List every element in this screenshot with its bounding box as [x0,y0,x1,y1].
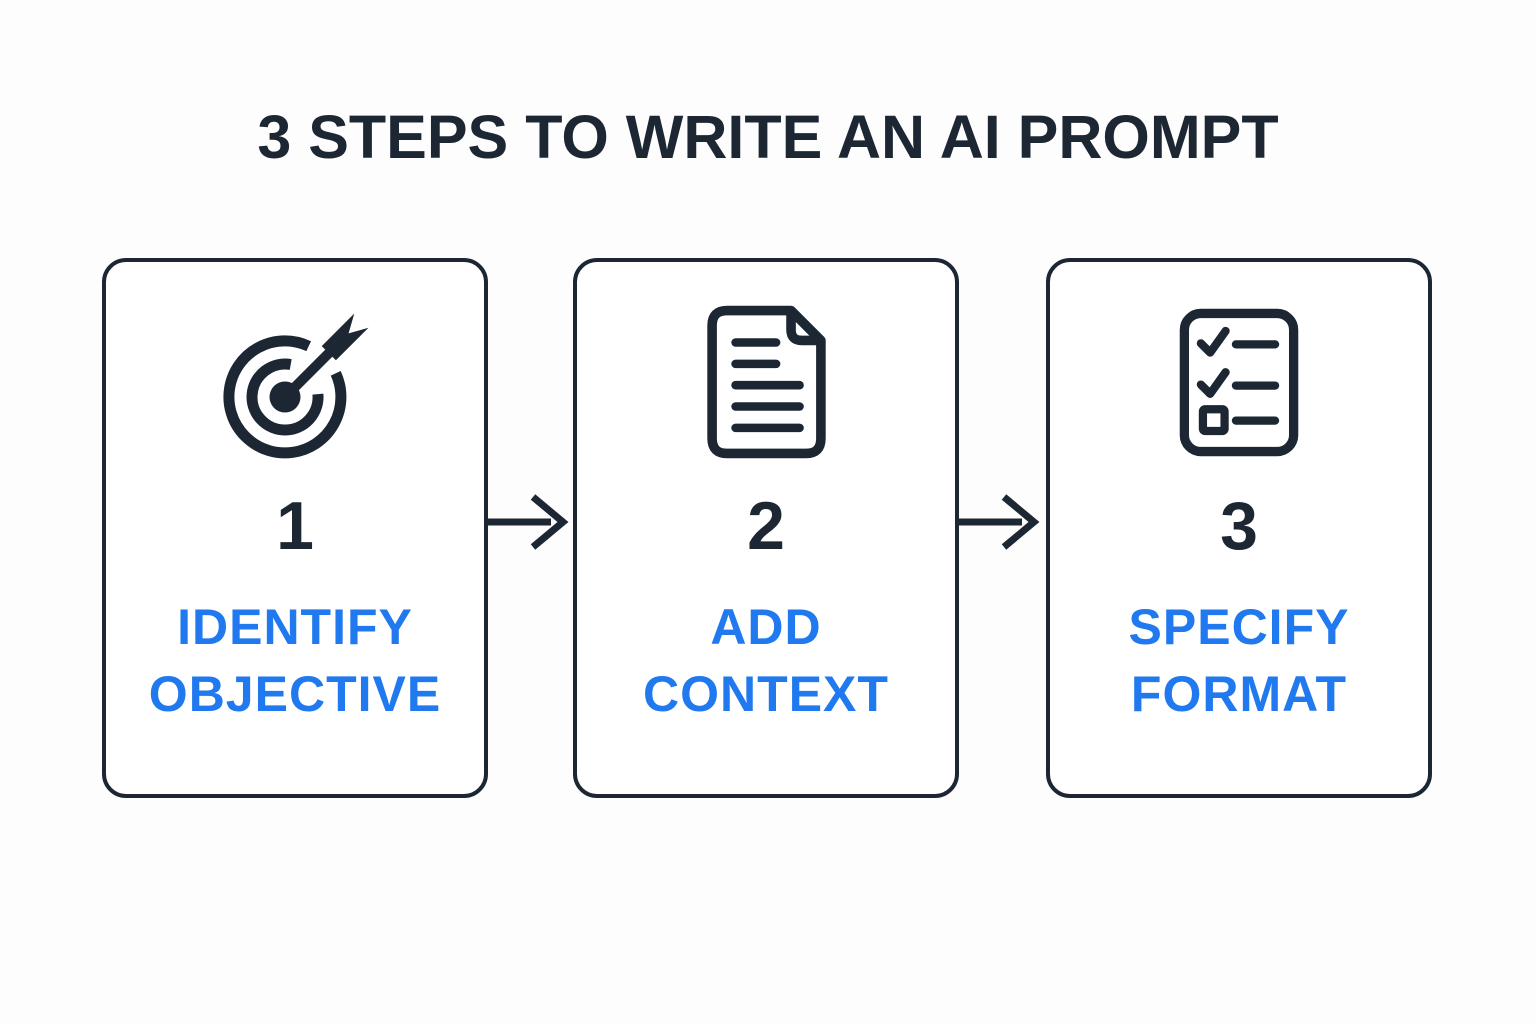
arrow-right-icon [487,492,573,552]
step-card-add-context: 2 ADD CONTEXT [573,258,959,798]
step-card-specify-format: 3 SPECIFY FORMAT [1046,258,1432,798]
step-label-line1: SPECIFY [1128,599,1350,655]
step-label-line2: CONTEXT [643,666,889,722]
step-card-identify-objective: 1 IDENTIFY OBJECTIVE [102,258,488,798]
step-number: 2 [747,488,785,564]
document-icon [697,302,836,462]
step-label-line1: ADD [710,599,822,655]
step-label-line2: OBJECTIVE [148,666,442,722]
step-label-line2: FORMAT [1130,666,1348,722]
step-number: 3 [1220,488,1258,564]
target-icon [213,302,378,462]
step-number: 1 [276,488,314,564]
step-label: SPECIFY FORMAT [1129,594,1350,728]
page-title: 3 STEPS TO WRITE AN AI PROMPT [257,103,1279,171]
step-label: IDENTIFY OBJECTIVE [149,594,441,728]
step-label-line1: IDENTIFY [177,599,413,655]
arrow-right-icon [958,492,1044,552]
checklist-icon [1172,302,1306,462]
step-label: ADD CONTEXT [643,594,889,728]
